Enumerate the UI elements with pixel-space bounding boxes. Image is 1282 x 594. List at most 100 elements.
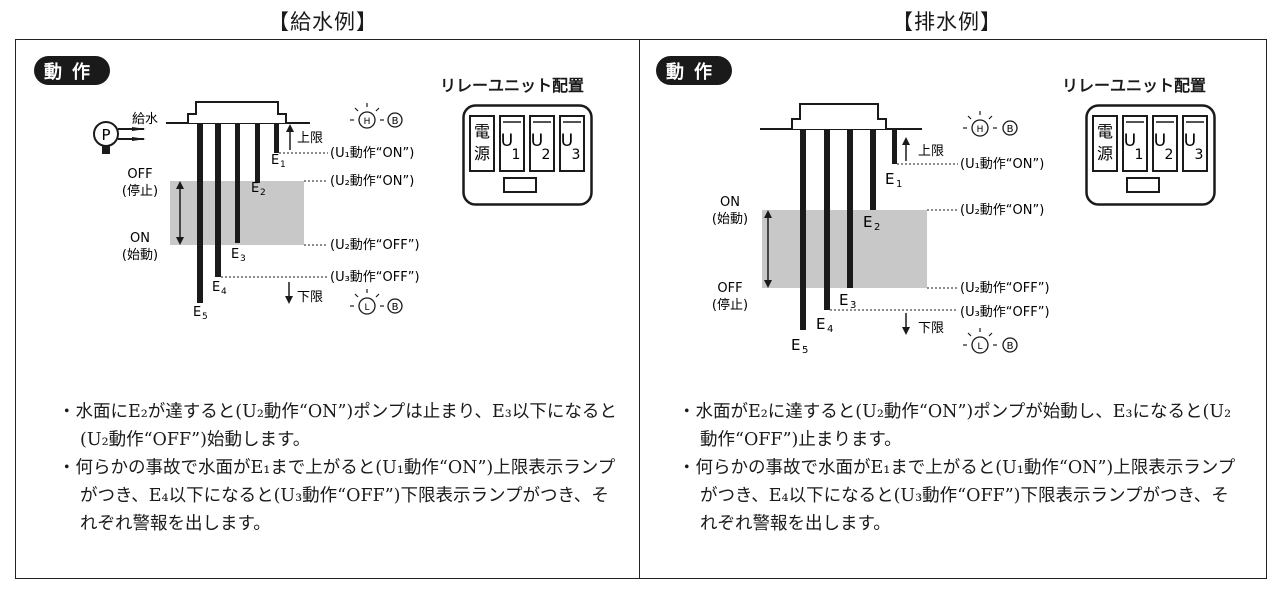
electrode-e3 [235,123,240,243]
svg-text:1: 1 [896,179,902,190]
svg-text:U: U [1154,131,1166,151]
relay-u2: U 2 [1152,115,1178,172]
svg-text:U: U [531,131,543,151]
u2-off-label: (U₂動作“OFF”) [960,281,1050,296]
svg-text:E: E [816,315,825,333]
svg-text:1: 1 [512,147,521,163]
electrode-e2 [870,129,876,210]
electrode-e5 [800,129,806,330]
svg-text:H: H [364,117,371,127]
drain-description-item-2: ・何らかの事故で水面がE₁まで上がると(U₁動作“ON”)上限表示ランプがつき、… [678,458,1236,534]
svg-text:B: B [392,302,399,313]
operation-badge-left: 動作 [34,56,110,85]
upper-limit-label: 上限 [918,144,944,159]
svg-text:L: L [364,303,369,313]
water-level-band [762,210,927,288]
lower-lamp-icon: L B [963,328,1018,354]
svg-text:U: U [561,131,573,151]
operation-badge-right: 動作 [656,56,732,85]
u2-on-label: (U₂動作“ON”) [330,174,414,189]
relay-u1: U 1 [1122,115,1148,172]
upper-lamp-icon: H B [350,103,403,129]
svg-text:源: 源 [1097,144,1113,163]
svg-text:3: 3 [1195,147,1204,163]
relay-u1: U 1 [499,115,525,172]
svg-text:2: 2 [874,222,880,233]
panel-divider [639,39,640,579]
off-state-label: OFF [717,281,742,296]
svg-text:B: B [392,116,399,127]
water-supply-title: 【給水例】 [268,10,378,34]
svg-text:H: H [977,125,984,135]
electrode-e1 [274,123,279,153]
svg-text:E: E [212,280,220,295]
svg-text:L: L [977,342,982,352]
svg-text:電: 電 [1097,122,1113,141]
svg-text:E: E [791,336,800,354]
lower-limit-label: 下限 [297,290,323,305]
relay-u3: U 3 [1182,115,1208,172]
u3-off-label: (U₃動作“OFF”) [960,305,1050,320]
svg-text:2: 2 [1165,147,1174,163]
relay-unit-left: 電 源 U 1 U 2 U 3 [462,104,593,206]
on-state-label: ON [130,231,150,246]
relay-layout-title-right: リレーユニット配置 [1062,76,1207,95]
supply-description-item-2: ・何らかの事故で水面がE₁まで上がると(U₁動作“ON”)上限表示ランプがつき、… [58,458,616,534]
upper-limit-label: 上限 [297,131,323,146]
on-state-label: ON [720,195,740,210]
relay-u2: U 2 [529,115,555,172]
electrode-e2 [255,123,260,183]
diagram-frame [15,39,1267,579]
on-state-sub: (始動) [712,212,748,227]
off-state-label: OFF [127,167,152,182]
electrode-e1 [892,129,897,164]
drain-description-item-1: ・水面がE₂に達すると(U₂動作“ON”)ポンプが始動し、E₃になると(U₂動作… [678,402,1232,450]
off-state-sub: (停止) [122,183,158,199]
svg-text:5: 5 [802,345,808,356]
svg-text:E: E [863,213,872,231]
upper-lamp-icon: H B [963,111,1018,137]
relay-u3: U 3 [559,115,585,172]
lower-limit-label: 下限 [918,321,944,336]
relay-power-char-1: 電 [474,122,490,141]
svg-text:5: 5 [202,312,208,322]
svg-text:E: E [885,170,894,188]
relay-unit-right: 電 源 U 1 U 2 U 3 [1085,104,1216,206]
svg-text:2: 2 [542,147,551,163]
relay-power-char-2: 源 [474,144,490,163]
svg-text:1: 1 [280,160,286,170]
drainage-title: 【排水例】 [892,10,1002,34]
supply-description: ・水面にE₂が達すると(U₂動作“ON”)ポンプは止まり、E₃以下になると(U₂… [58,398,618,538]
svg-text:B: B [1007,124,1014,135]
svg-text:1: 1 [1135,147,1144,163]
lower-lamp-icon: L B [350,289,403,315]
on-state-sub: (始動) [122,248,158,263]
relay-layout-title-left: リレーユニット配置 [440,76,585,95]
svg-text:4: 4 [827,324,833,335]
off-state-sub: (停止) [712,297,748,313]
electrode-e3 [847,129,853,288]
svg-text:E: E [193,305,201,320]
svg-text:3: 3 [572,147,581,163]
supply-label: 給水 [132,112,158,127]
svg-text:U: U [1124,131,1136,151]
svg-text:P: P [101,126,110,144]
svg-text:E: E [251,181,259,196]
u2-on-label: (U₂動作“ON”) [960,203,1044,218]
supply-description-item-1: ・水面にE₂が達すると(U₂動作“ON”)ポンプは止まり、E₃以下になると(U₂… [58,402,617,450]
svg-text:B: B [1007,341,1014,352]
electrode-e4 [824,129,830,310]
svg-text:2: 2 [260,188,266,198]
svg-text:4: 4 [221,287,227,297]
u3-off-label: (U₃動作“OFF”) [330,270,420,285]
electrode-e5 [197,123,203,303]
svg-text:3: 3 [240,254,246,264]
pump-icon: P [93,121,146,154]
drain-description: ・水面がE₂に達すると(U₂動作“ON”)ポンプが始動し、E₃になると(U₂動作… [678,398,1238,538]
svg-text:E: E [231,247,239,262]
svg-text:3: 3 [850,300,856,311]
svg-text:E: E [839,291,848,309]
svg-text:E: E [271,153,279,168]
